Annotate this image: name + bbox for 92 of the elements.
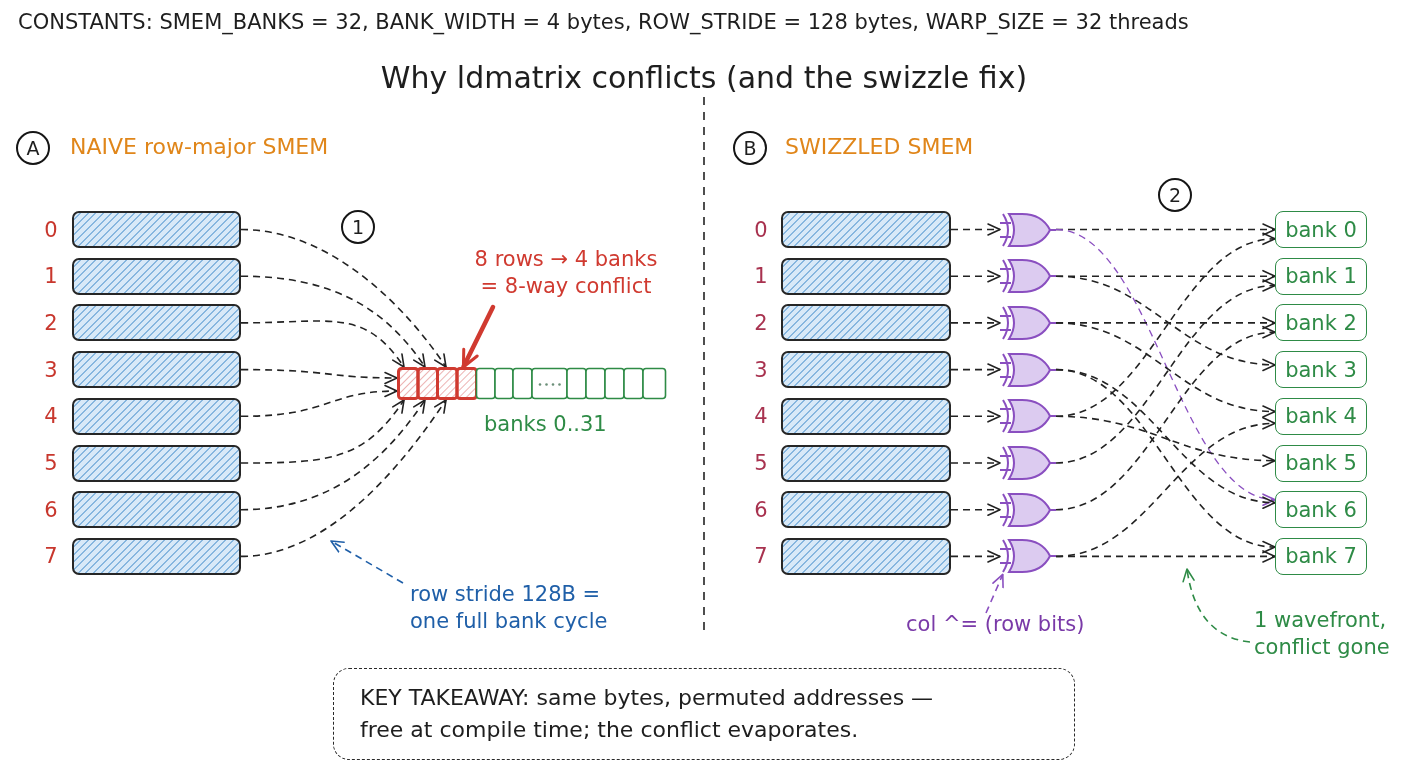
panel-heading: NAIVE row-major SMEM: [70, 133, 329, 161]
row-index: 1: [44, 264, 58, 289]
memory-row: [72, 444, 241, 482]
memory-row: [72, 397, 241, 435]
row-index: 5: [44, 451, 58, 475]
stride-note: row stride 128B = one full bank cycle: [410, 581, 622, 636]
dashed-arrow: [240, 275, 426, 368]
dashed-arrow: [950, 316, 1001, 330]
row-index: 3: [44, 357, 58, 382]
dashed-arrow: [950, 269, 1001, 283]
dashed-arrow: [1055, 327, 1276, 511]
dashed-arrow: [240, 399, 426, 511]
swizzle-note: col ^= (row bits): [906, 611, 1096, 639]
memory-row: [781, 397, 951, 435]
leader-arrow: [330, 540, 404, 584]
dashed-arrow: [1055, 322, 1276, 417]
step-marker: 1: [341, 210, 375, 244]
diagram-title: Why ldmatrix conflicts (and the swizzle fix): [380, 60, 1028, 95]
takeaway-text: KEY TAKEAWAY: same bytes, permuted addresses — free at compile time; the conflict evaporates.: [360, 684, 935, 744]
xor-gate-icon: [1000, 538, 1056, 575]
xor-gate-icon: [1000, 351, 1056, 388]
memory-row: [781, 257, 951, 295]
dashed-arrow: [950, 410, 1001, 423]
memory-row: [72, 491, 241, 529]
bank-node: bank 1: [1275, 257, 1367, 295]
note-box: [333, 668, 1075, 760]
memory-row: [72, 537, 241, 575]
panel-marker: B: [733, 131, 767, 165]
bank-node: bank 0: [1275, 211, 1367, 248]
xor-gate-icon: [1000, 398, 1056, 435]
dashed-arrow: [950, 550, 1001, 563]
dashed-arrow: [950, 503, 1001, 516]
dashed-arrow: [240, 228, 447, 368]
memory-row: [781, 304, 951, 342]
dashed-arrow: [1055, 275, 1276, 371]
dashed-arrow: [240, 385, 398, 418]
xor-gate-icon: [1000, 491, 1056, 528]
dashed-arrow: [1055, 418, 1276, 558]
row-index: 0: [754, 217, 768, 242]
dashed-arrow: [1055, 228, 1276, 504]
bank-strip: [397, 367, 667, 400]
row-index: 4: [44, 404, 58, 429]
dashed-arrow: [950, 223, 1001, 236]
memory-row: [781, 491, 951, 529]
constants-line: CONSTANTS: SMEM_BANKS = 32, BANK_WIDTH = 4 bytes, ROW_STRIDE = 128 bytes, WARP_SIZE = 32 threads: [18, 9, 1189, 37]
bank-node: bank 2: [1275, 304, 1367, 342]
leader-arrow: [985, 573, 1004, 614]
step-marker: 2: [1158, 178, 1192, 212]
dashed-arrow: [950, 456, 1001, 470]
dashed-arrow: [240, 368, 398, 385]
row-index: 6: [754, 497, 768, 522]
memory-row: [72, 351, 241, 389]
dashed-arrow: [1055, 234, 1276, 418]
xor-gate-icon: [1000, 211, 1056, 248]
row-index: 7: [44, 544, 58, 569]
panel-marker: A: [16, 131, 50, 165]
dashed-arrow: [950, 363, 1001, 376]
memory-row: [781, 444, 951, 482]
xor-gate-icon: [1000, 445, 1056, 481]
row-index: 4: [754, 404, 768, 429]
dashed-arrow: [1055, 368, 1276, 552]
dashed-arrow: [240, 399, 405, 464]
row-index: 5: [754, 451, 768, 475]
memory-row: [72, 304, 241, 342]
bank-node: bank 4: [1275, 397, 1367, 435]
dashed-arrow: [1055, 415, 1276, 467]
row-index: 0: [44, 217, 58, 242]
bank-node: bank 6: [1275, 491, 1367, 529]
conflict-note: 8 rows → 4 banks = 8-way conflict: [466, 246, 666, 301]
panel-heading: SWIZZLED SMEM: [785, 133, 974, 161]
memory-row: [781, 351, 951, 389]
result-note: 1 wavefront, conflict gone: [1254, 607, 1404, 662]
xor-gate-icon: [1000, 258, 1056, 295]
dashed-arrow: [240, 320, 405, 368]
bank-range-label: banks 0..31: [484, 412, 607, 436]
memory-row: [72, 257, 241, 295]
leader-arrow: [1182, 568, 1251, 643]
row-index: 1: [754, 264, 768, 289]
row-index: 3: [754, 357, 768, 382]
bank-node: bank 7: [1275, 537, 1367, 575]
xor-gate-icon: [1000, 304, 1056, 341]
bank-node: bank 3: [1275, 351, 1367, 389]
row-index: 2: [44, 310, 58, 335]
memory-row: [781, 211, 951, 248]
row-index: 6: [44, 497, 58, 522]
bank-node: bank 5: [1275, 444, 1367, 482]
row-index: 7: [754, 544, 768, 569]
row-index: 2: [754, 310, 768, 335]
memory-row: [781, 537, 951, 575]
dashed-arrow: [240, 399, 447, 558]
memory-row: [72, 211, 241, 248]
dashed-arrow: [1055, 281, 1276, 464]
